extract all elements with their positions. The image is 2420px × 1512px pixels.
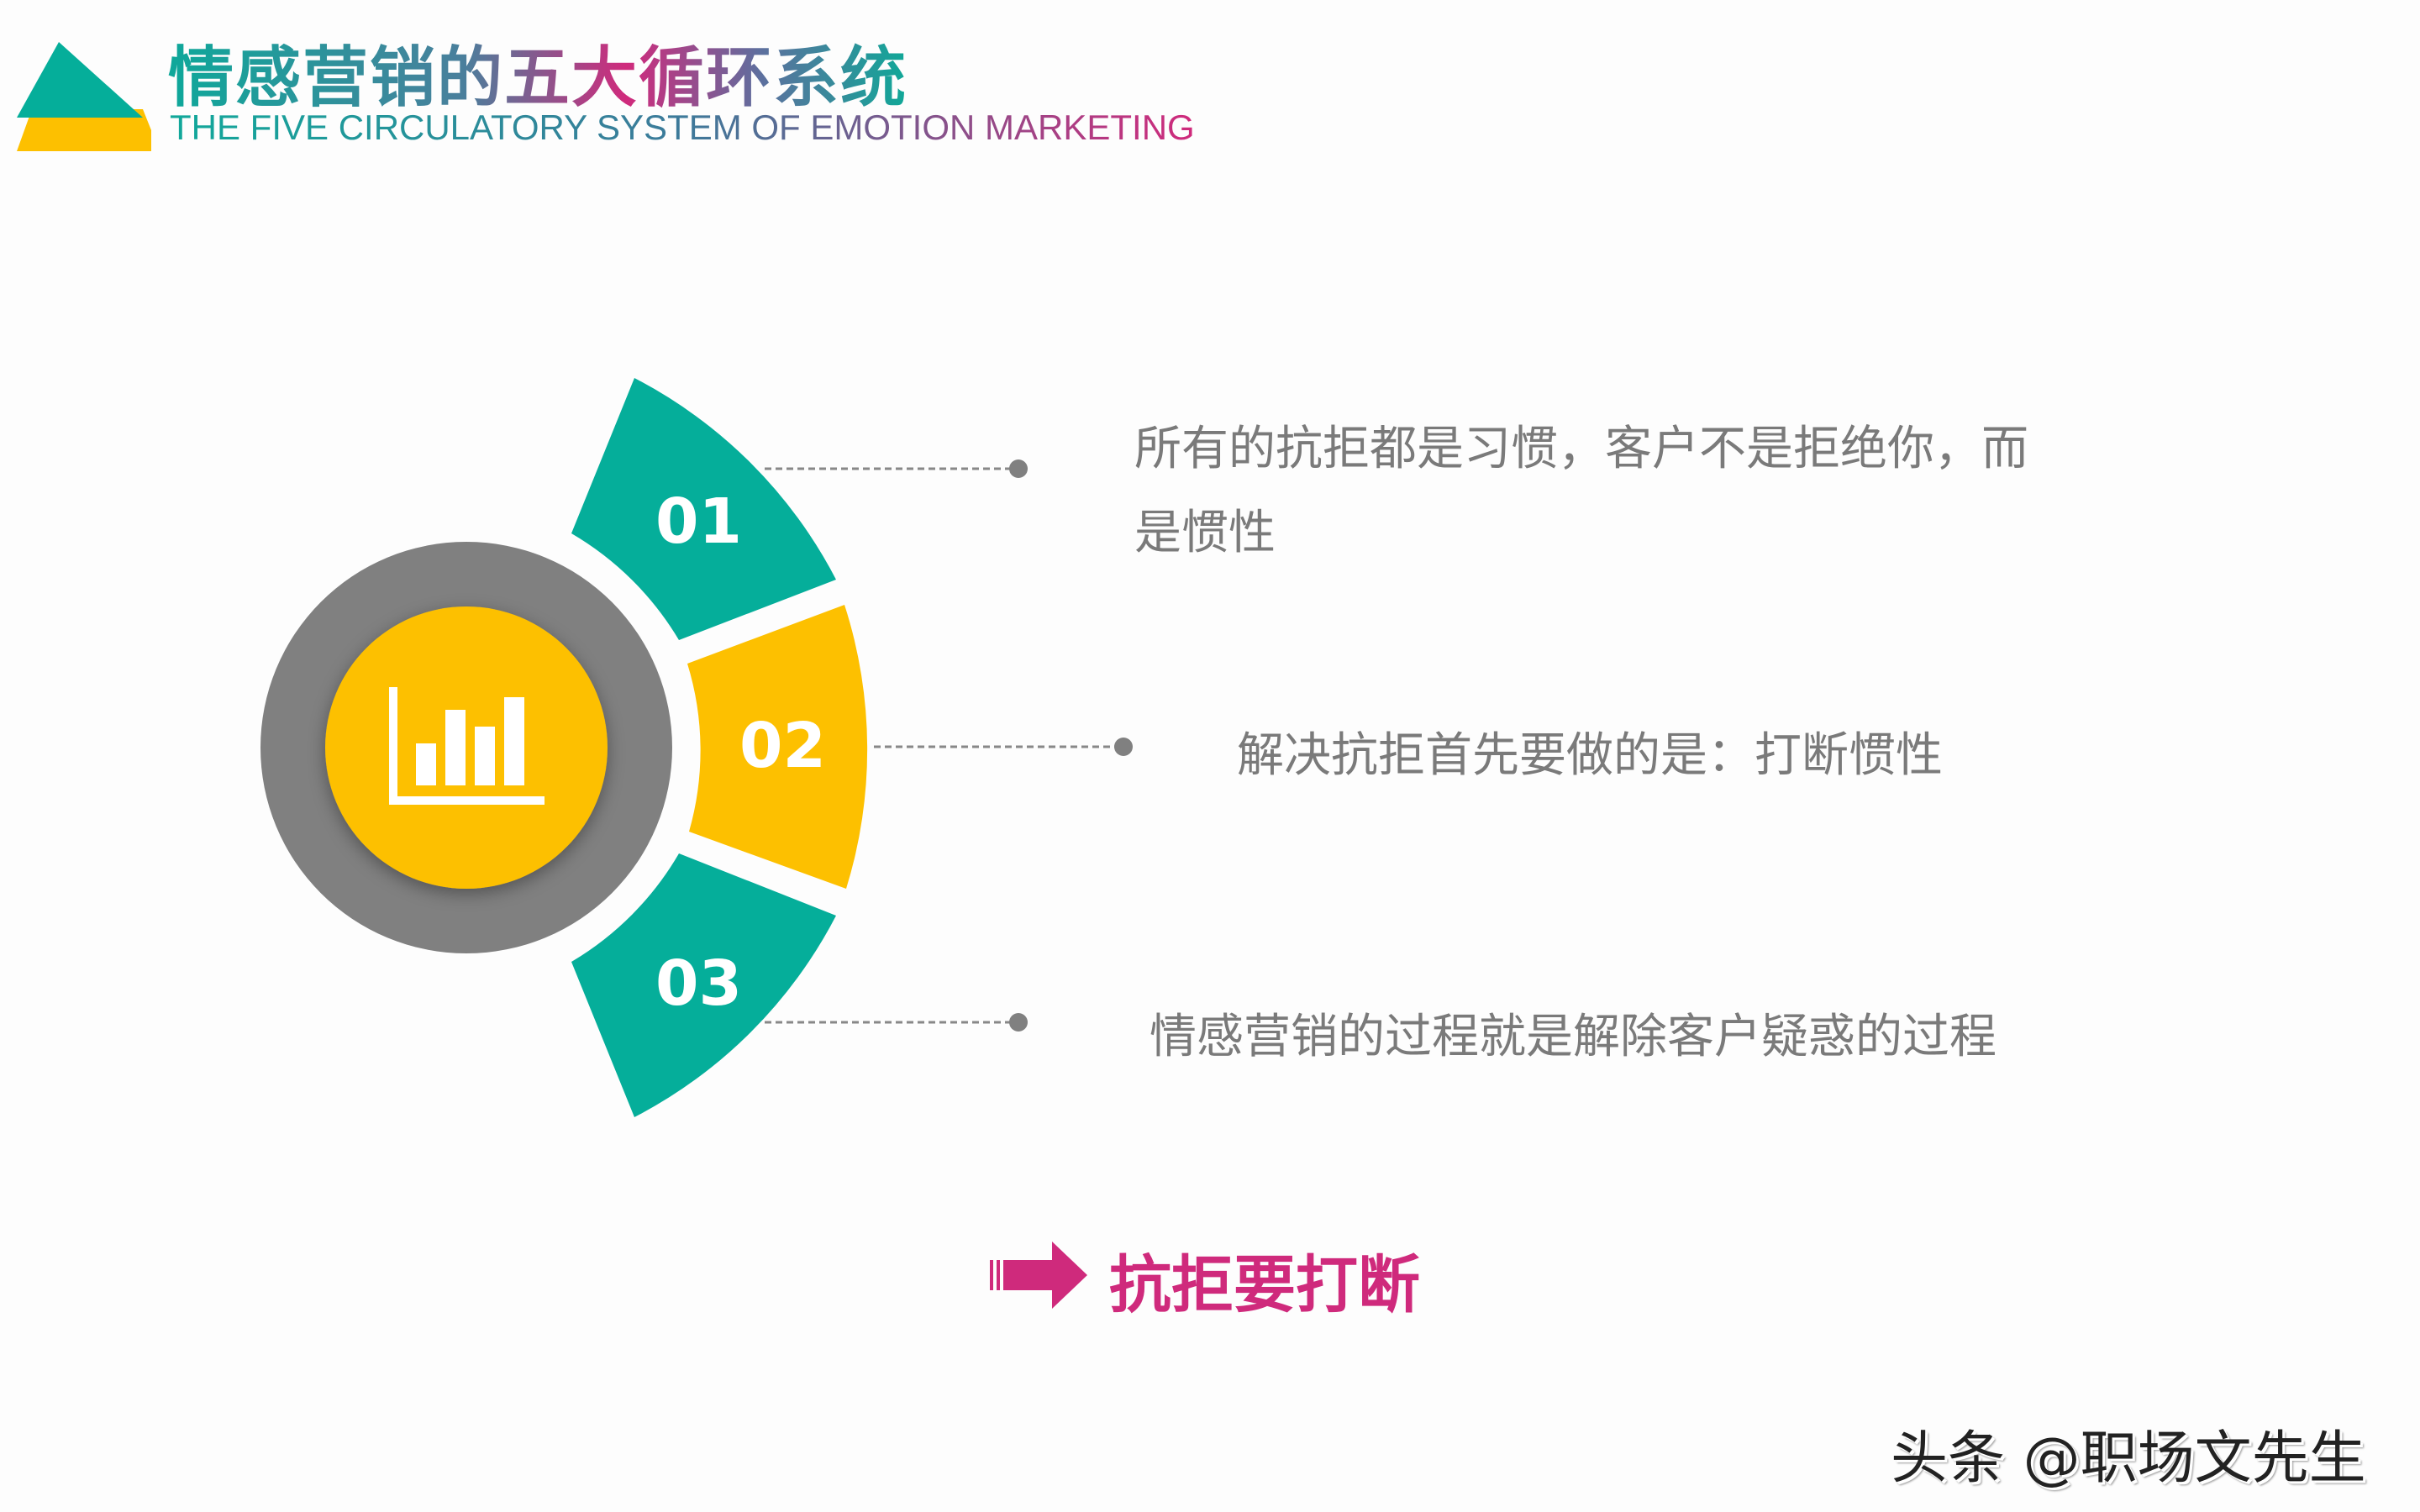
watermark: 头条 @职场文先生 [1891, 1425, 2366, 1492]
segment-label-01: 01 [655, 486, 742, 558]
center-disc [325, 606, 608, 889]
callout-text: 抗拒要打断 [1109, 1249, 1420, 1321]
segment-02 [687, 605, 868, 889]
bar-chart-icon [389, 687, 544, 805]
logo-triangle-icon [17, 42, 151, 151]
segment-01 [571, 378, 836, 640]
page-subtitle: THE FIVE CIRCULATORY SYSTEM OF EMOTION M… [170, 108, 1195, 147]
item-02-text: 解决抗拒首先要做的是：打断惯性 [1237, 728, 1943, 783]
item-01-line1: 所有的抗拒都是习惯，客户不是拒绝你，而 [1134, 422, 2028, 476]
item-03-text: 情感营销的过程就是解除客户疑惑的过程 [1150, 1010, 1996, 1064]
page-title: 情感营销的五大循环系统 [168, 25, 908, 119]
segment-label-03: 03 [655, 948, 742, 1020]
item-01-text: 所有的抗拒都是习惯，客户不是拒绝你，而 是惯性 [1134, 407, 2028, 575]
segment-03 [571, 853, 836, 1117]
arrow-right-icon [990, 1242, 1087, 1309]
segment-label-02: 02 [739, 710, 826, 782]
item-01-line2: 是惯性 [1134, 506, 1276, 560]
